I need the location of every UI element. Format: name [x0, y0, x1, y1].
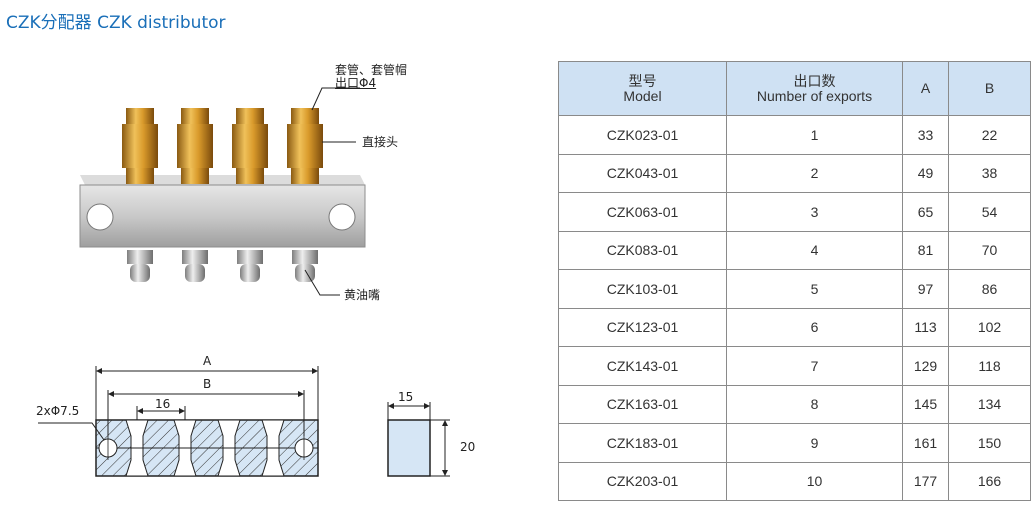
brass-fitting-1: [122, 108, 158, 184]
brass-fitting-4: [287, 108, 323, 184]
header-exports: 出口数 Number of exports: [726, 61, 903, 116]
brass-fitting-2: [177, 108, 213, 184]
dimension-15: 15: [398, 390, 414, 404]
dimension-b: B: [203, 377, 212, 391]
dimension-holes: 2xΦ7.5: [36, 404, 80, 418]
header-a: A: [902, 61, 949, 116]
side-view: [387, 402, 450, 477]
header-b: B: [948, 61, 1031, 116]
dimension-20: 20: [460, 440, 476, 454]
brass-fitting-3: [232, 108, 268, 184]
table-header-row: 型号 Model 出口数 Number of exports A B: [558, 61, 1031, 116]
label-sleeve: 套管、套管帽: [335, 63, 408, 77]
spec-table: 型号 Model 出口数 Number of exports A B CZK02…: [558, 61, 1031, 501]
label-straight-connector: 直接头: [362, 135, 399, 149]
dimension-16: 16: [155, 397, 171, 411]
label-outlet: 出口Φ4: [335, 76, 377, 90]
label-grease-nipple: 黄油嘴: [344, 288, 381, 302]
dimension-a: A: [203, 354, 212, 368]
page-title: CZK分配器 CZK distributor: [6, 13, 226, 33]
section-view: [95, 419, 319, 477]
header-model: 型号 Model: [558, 61, 727, 116]
